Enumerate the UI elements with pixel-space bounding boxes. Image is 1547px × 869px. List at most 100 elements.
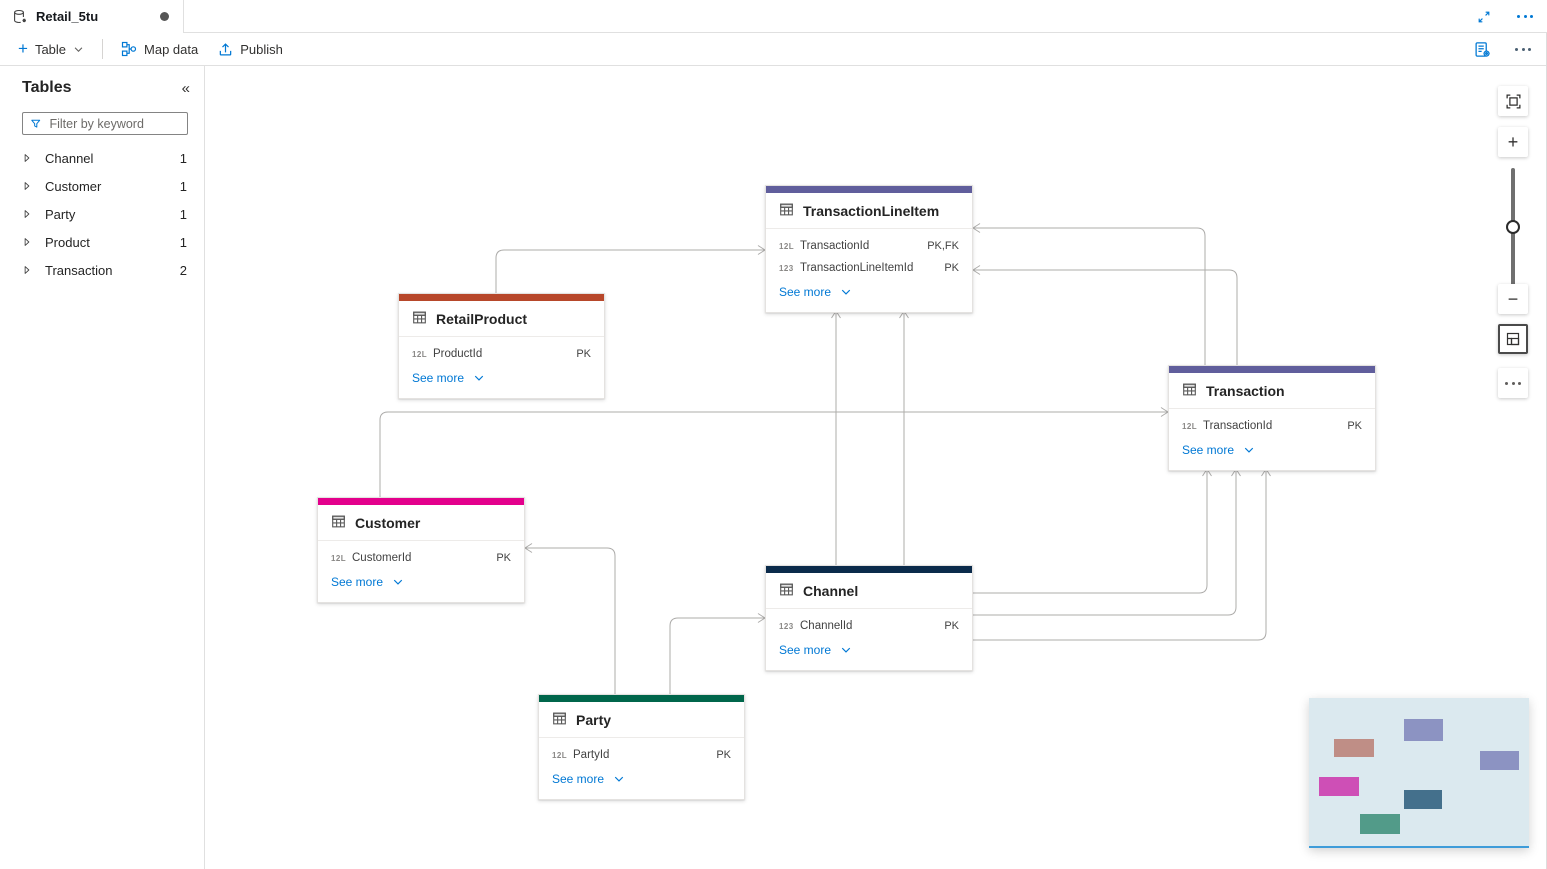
edge-transaction-to-transactionlineitem[interactable]: [973, 269, 1238, 365]
field-type-icon: 12L: [779, 241, 794, 251]
expand-icon[interactable]: [1477, 10, 1491, 24]
collapse-panel-icon[interactable]: «: [181, 79, 190, 97]
field-key-badge: PK: [496, 552, 511, 564]
tree-expand-chevron-icon[interactable]: [22, 237, 32, 247]
sidebar-item-count: 1: [179, 206, 187, 222]
zoom-in-button[interactable]: +: [1498, 127, 1528, 157]
see-more-link[interactable]: See more: [539, 766, 744, 791]
see-more-link[interactable]: See more: [766, 637, 972, 662]
edge-retailproduct-to-transactionlineitem[interactable]: [495, 249, 765, 293]
minimap-rect-transaction: [1480, 751, 1519, 770]
chevron-down-icon: [614, 776, 624, 782]
table-name: Party: [576, 711, 612, 728]
tree-expand-chevron-icon[interactable]: [22, 209, 32, 219]
field-type-icon: 12L: [552, 750, 567, 760]
publish-label: Publish: [240, 41, 283, 57]
field-name: CustomerId: [352, 552, 412, 564]
filter-funnel-icon: [31, 119, 41, 128]
edge-customer-to-transaction[interactable]: [379, 411, 1168, 497]
edge-transaction-to-transactionlineitem[interactable]: [973, 227, 1206, 365]
field-name: TransactionId: [800, 240, 870, 252]
sidebar-item-count: 1: [179, 234, 187, 250]
ellipsis-icon: [1505, 381, 1521, 385]
table-name: RetailProduct: [436, 310, 528, 327]
field-type-icon: 12L: [1182, 421, 1197, 431]
table-color-bar: [766, 186, 972, 193]
chevron-down-icon: [841, 647, 851, 653]
field-name: TransactionLineItemId: [800, 262, 914, 274]
field-name: TransactionId: [1203, 420, 1273, 432]
field-row[interactable]: 12L TransactionId PK: [1169, 415, 1375, 437]
table-grid-icon: [780, 583, 793, 595]
tree-expand-chevron-icon[interactable]: [22, 153, 32, 163]
edge-channel-to-transaction[interactable]: [973, 469, 1237, 616]
add-table-button[interactable]: + Table: [8, 33, 94, 66]
field-key-badge: PK: [944, 620, 959, 632]
minimap-viewport-line: [1309, 846, 1529, 848]
map-data-button[interactable]: Map data: [111, 33, 208, 66]
field-name: ProductId: [433, 348, 483, 360]
zoom-out-button[interactable]: −: [1498, 284, 1528, 314]
edge-channel-to-transaction[interactable]: [973, 469, 1208, 594]
minimap[interactable]: [1309, 698, 1529, 848]
sidebar-item-count: 1: [179, 178, 187, 194]
table-grid-icon: [552, 711, 567, 729]
filter-input[interactable]: [47, 115, 180, 132]
edge-arrowhead: [757, 613, 766, 623]
field-key-badge: PK: [1347, 420, 1362, 432]
minimap-rect-retailproduct: [1334, 739, 1374, 757]
tab-bar: Retail_5tu: [0, 0, 1547, 33]
see-more-link[interactable]: See more: [766, 279, 972, 304]
publish-button[interactable]: Publish: [208, 33, 293, 66]
tree-expand-chevron-icon[interactable]: [22, 265, 32, 275]
edge-channel-to-transaction[interactable]: [973, 469, 1267, 641]
table-name: Customer: [355, 514, 421, 531]
minus-icon: −: [1507, 289, 1519, 309]
tab-more-icon[interactable]: [1517, 15, 1533, 18]
toggle-minimap-button[interactable]: [1498, 324, 1528, 354]
edge-party-to-channel[interactable]: [669, 617, 765, 694]
edge-arrowhead: [757, 245, 766, 255]
tree-expand-chevron-icon[interactable]: [22, 181, 32, 191]
table-grid-icon: [412, 310, 427, 328]
canvas-more-button[interactable]: [1498, 368, 1528, 398]
edge-party-to-customer[interactable]: [525, 547, 616, 694]
table-grid-icon: [780, 203, 793, 215]
tab-retail-5tu[interactable]: Retail_5tu: [0, 0, 184, 33]
see-more-link[interactable]: See more: [318, 569, 524, 594]
minimap-rect-transactionlineitem: [1404, 719, 1443, 741]
properties-icon[interactable]: [1474, 41, 1491, 58]
fit-to-screen-icon: [1505, 93, 1521, 109]
table-color-bar: [318, 498, 524, 505]
field-name: ChannelId: [800, 620, 853, 632]
toolbar-more-icon[interactable]: [1515, 47, 1531, 51]
minimap-rect-customer: [1319, 777, 1359, 796]
table-name: Transaction: [1206, 382, 1285, 399]
field-type-icon: 12L: [412, 349, 427, 359]
filter-box[interactable]: [22, 112, 188, 135]
see-more-link[interactable]: See more: [399, 365, 604, 390]
table-node-transaction[interactable]: Transaction 12L TransactionId PK See more: [1168, 365, 1376, 471]
zoom-slider-handle[interactable]: [1506, 220, 1520, 234]
add-table-label: Table: [34, 41, 67, 57]
see-more-link[interactable]: See more: [1169, 437, 1375, 462]
tables-panel-title: Tables: [22, 79, 72, 96]
fit-to-screen-button[interactable]: [1498, 86, 1528, 116]
